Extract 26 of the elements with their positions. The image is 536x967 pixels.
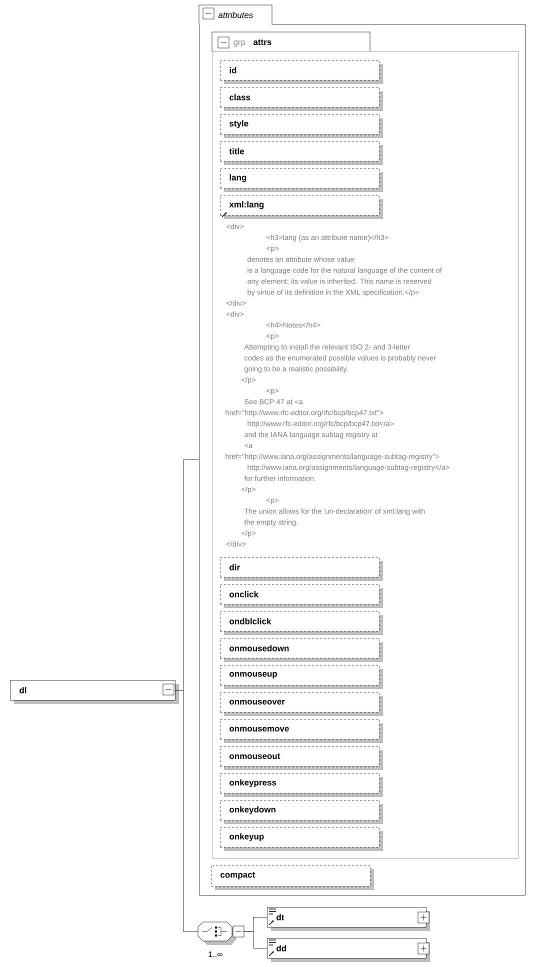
attribute-box: onkeyup — [220, 827, 383, 851]
element-box: dl — [10, 680, 179, 704]
attribute-box: class — [220, 87, 383, 111]
attribute-box: id — [220, 60, 383, 84]
group-frame — [212, 51, 518, 858]
attribute-box: xml:lang — [220, 195, 383, 219]
connector-line — [243, 932, 268, 948]
connector-line — [175, 690, 198, 932]
multiplicity-label: 1..∞ — [208, 952, 222, 957]
attribute-box: onmousemove — [220, 719, 383, 743]
attribute-box: onclick — [220, 584, 383, 608]
attribute-box: onmousedown — [220, 638, 383, 662]
attribute-box: title — [220, 141, 383, 165]
element-box: dt — [267, 907, 430, 931]
attribute-box: onmouseover — [220, 692, 383, 716]
attribute-box: onmouseup — [220, 665, 383, 689]
group-tab: grp attrs — [212, 32, 370, 52]
attribute-box: style — [220, 114, 383, 138]
attribute-box: compact — [211, 865, 374, 890]
attribute-box: onkeydown — [220, 800, 383, 824]
attribute-box: dir — [220, 557, 383, 581]
attribute-box: onkeypress — [220, 773, 383, 797]
attribute-box: onmouseout — [220, 746, 383, 770]
attribute-box: ondblclick — [220, 611, 383, 635]
element-box: dd — [267, 938, 430, 962]
attribute-box: lang — [220, 168, 383, 192]
